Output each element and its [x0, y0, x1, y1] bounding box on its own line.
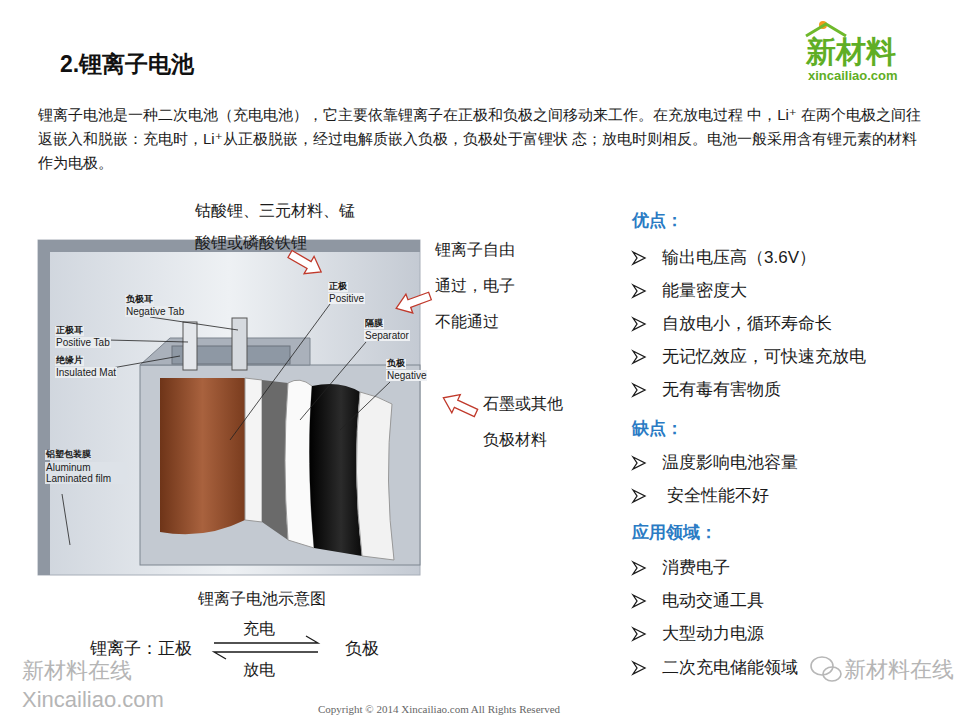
list-item: 二次充电储能领域 — [662, 657, 798, 678]
part-label: 绝缘片 — [55, 356, 84, 366]
list-item: 电动交通工具 — [662, 590, 764, 611]
cell-body — [140, 365, 420, 565]
part-label: Positive — [328, 293, 365, 304]
watermark: Xincailiao.com — [22, 686, 164, 714]
separator-sheet — [356, 392, 394, 560]
list-item: 消费电子 — [662, 557, 730, 578]
list-item: 安全性能不好 — [667, 485, 769, 506]
callout-arrows — [285, 245, 480, 422]
logo-roof — [806, 24, 846, 36]
positive-electrode — [160, 378, 245, 534]
part-label: 正极耳 — [55, 326, 84, 336]
bullets — [633, 252, 645, 674]
section-heading: 优点： — [632, 210, 683, 231]
list-item: 温度影响电池容量 — [662, 452, 798, 473]
reaction-condition: 充电 — [243, 619, 275, 639]
copper-foil — [262, 380, 288, 540]
callout-note: 锂离子自由 通过，电子 不能通过 — [435, 232, 521, 340]
callout-note: 钴酸锂、三元材料、锰 酸锂或磷酸铁锂 — [195, 195, 365, 259]
part-label: Positive Tab — [55, 337, 111, 348]
intro-paragraph: 锂离子电池是一种二次电池（充电电池），它主要依靠锂离子在正极和负极之间移动来工作… — [38, 103, 928, 175]
part-label: Separator — [364, 330, 410, 341]
reaction-term: 锂离子：正极 — [90, 638, 192, 659]
section-heading: 应用领域： — [632, 522, 717, 543]
part-label: Negative — [386, 370, 427, 381]
part-label: 负极耳 — [125, 295, 154, 305]
list-item: 无有毒有害物质 — [662, 379, 781, 400]
list-item: 自放电小，循环寿命长 — [662, 313, 832, 334]
part-label: Aluminum Laminated film — [45, 462, 127, 484]
callout-note: 石墨或其他 负极材料 — [483, 386, 569, 458]
reaction-condition: 放电 — [243, 660, 275, 680]
part-label: Negative Tab — [125, 306, 185, 317]
reaction-term: 负极 — [345, 638, 379, 659]
list-item: 能量密度大 — [662, 280, 747, 301]
part-label: 铝塑包装膜 — [45, 450, 92, 460]
film-edge — [38, 240, 420, 575]
watermark: 新材料在线 — [844, 656, 954, 684]
leader-lines — [62, 304, 390, 545]
wechat-icon — [811, 657, 841, 681]
list-item: 大型动力电源 — [662, 623, 764, 644]
aluminum-film — [38, 240, 420, 575]
list-item: 无记忆效应，可快速充放电 — [662, 346, 866, 367]
logo-url: xincailiao.com — [808, 68, 898, 84]
part-label: 正极 — [328, 282, 348, 292]
negative-electrode — [309, 384, 362, 556]
slide-title: 2.锂离子电池 — [60, 50, 194, 79]
positive-tab — [183, 322, 197, 370]
negative-tab — [232, 318, 247, 370]
figure-caption: 锂离子电池示意图 — [198, 589, 326, 609]
section-heading: 缺点： — [632, 418, 683, 439]
reaction-arrows — [214, 636, 318, 659]
list-item: 输出电压高（3.6V） — [662, 247, 816, 268]
copyright: Copyright © 2014 Xincailiao.com All Righ… — [318, 703, 560, 717]
part-label: 负极 — [386, 359, 406, 369]
logo-text: 新材料 — [806, 33, 896, 71]
cell-lid — [140, 338, 310, 365]
part-label: Insulated Mat — [55, 367, 117, 378]
part-label: 隔膜 — [364, 319, 384, 329]
watermark: 新材料在线 — [22, 657, 132, 685]
